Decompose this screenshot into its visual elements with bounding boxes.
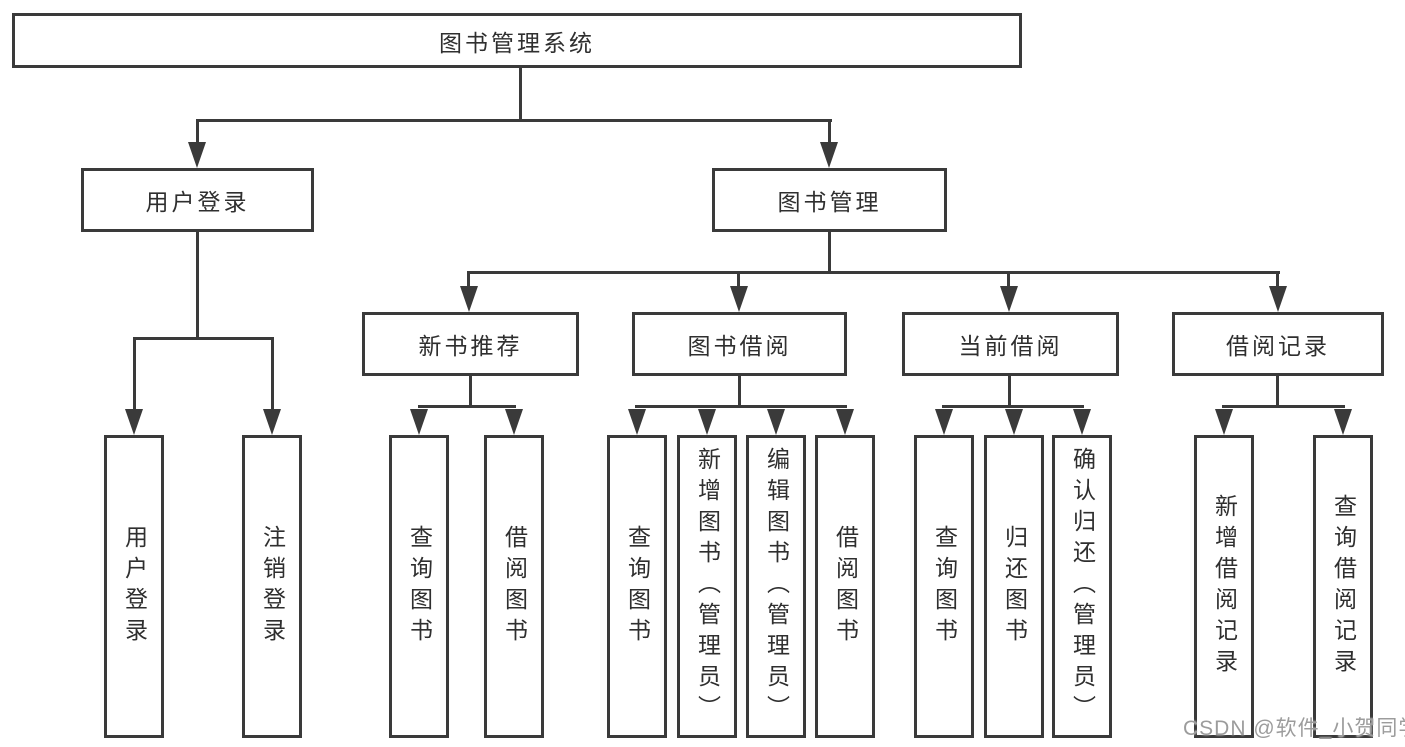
connector-line [828,232,831,271]
leaf-borrow-books-recommend-label: 借阅图书 [501,524,528,649]
connector-line [467,271,1280,274]
connector-line [1276,274,1279,288]
connector-line [196,119,832,122]
leaf-confirm-return-admin: 确认归还（管理员） [1052,435,1112,738]
leaf-query-books-recommend: 查询图书 [389,435,449,738]
leaf-confirm-return-admin-label: 确认归还（管理员） [1069,447,1096,726]
node-book-management-label: 图书管理 [777,189,882,215]
leaf-borrow-books-recommend: 借阅图书 [484,435,544,738]
node-book-borrow: 图书借阅 [632,312,847,376]
leaf-user-login: 用户登录 [104,435,164,738]
leaf-edit-book-admin: 编辑图书（管理员） [746,435,806,738]
arrow-down-icon [1269,286,1287,312]
arrow-down-icon [1005,409,1023,435]
leaf-logout-label: 注销登录 [259,524,286,649]
arrow-down-icon [767,409,785,435]
node-new-book-recommend: 新书推荐 [362,312,579,376]
leaf-edit-book-admin-label: 编辑图书（管理员） [763,447,790,726]
leaf-user-login-label: 用户登录 [121,524,148,649]
node-root: 图书管理系统 [12,13,1022,68]
arrow-down-icon [1215,409,1233,435]
arrow-down-icon [1000,286,1018,312]
arrow-down-icon [628,409,646,435]
leaf-borrow-books-label: 借阅图书 [832,524,859,649]
arrow-down-icon [820,142,838,168]
arrow-down-icon [1073,409,1091,435]
connector-line [271,340,274,410]
arrow-down-icon [698,409,716,435]
connector-line [1222,405,1345,408]
node-user-login-branch-label: 用户登录 [145,189,250,215]
leaf-borrow-books: 借阅图书 [815,435,875,738]
arrow-down-icon [188,142,206,168]
node-borrow-records: 借阅记录 [1172,312,1384,376]
connector-line [467,274,470,288]
leaf-add-book-admin: 新增图书（管理员） [677,435,737,738]
connector-line [1008,376,1011,405]
connector-line [196,122,199,146]
node-book-management: 图书管理 [712,168,947,232]
arrow-down-icon [263,409,281,435]
arrow-down-icon [460,286,478,312]
node-new-book-recommend-label: 新书推荐 [418,333,523,359]
connector-line [418,405,516,408]
leaf-return-book: 归还图书 [984,435,1044,738]
connector-line [737,274,740,288]
node-root-label: 图书管理系统 [439,29,595,56]
node-borrow-records-label: 借阅记录 [1226,333,1330,359]
node-user-login-branch: 用户登录 [81,168,314,232]
arrow-down-icon [730,286,748,312]
connector-line [519,68,522,119]
leaf-query-borrow-record: 查询借阅记录 [1313,435,1373,738]
node-book-borrow-label: 图书借阅 [687,333,792,359]
leaf-query-borrow-record-label: 查询借阅记录 [1330,493,1357,680]
connector-line [1007,274,1010,288]
arrow-down-icon [410,409,428,435]
node-current-borrow: 当前借阅 [902,312,1119,376]
leaf-add-book-admin-label: 新增图书（管理员） [694,447,721,726]
connector-line [133,337,274,340]
leaf-return-book-label: 归还图书 [1001,524,1028,649]
arrow-down-icon [125,409,143,435]
connector-line [828,122,831,146]
arrow-down-icon [1334,409,1352,435]
leaf-query-books-current: 查询图书 [914,435,974,738]
connector-line [1276,376,1279,405]
arrow-down-icon [505,409,523,435]
csdn-watermark: CSDN @软件_小贺同学 [1183,717,1405,740]
leaf-query-books-borrow-label: 查询图书 [624,524,651,649]
leaf-query-books-current-label: 查询图书 [931,524,958,649]
connector-line [469,376,472,405]
connector-line [635,405,847,408]
leaf-query-books-recommend-label: 查询图书 [406,524,433,649]
leaf-add-borrow-record-label: 新增借阅记录 [1211,493,1238,680]
leaf-logout: 注销登录 [242,435,302,738]
connector-line [942,405,1084,408]
connector-line [133,340,136,410]
node-current-borrow-label: 当前借阅 [958,333,1063,359]
arrow-down-icon [935,409,953,435]
leaf-query-books-borrow: 查询图书 [607,435,667,738]
leaf-add-borrow-record: 新增借阅记录 [1194,435,1254,738]
connector-line [196,232,199,337]
arrow-down-icon [836,409,854,435]
connector-line [738,376,741,405]
